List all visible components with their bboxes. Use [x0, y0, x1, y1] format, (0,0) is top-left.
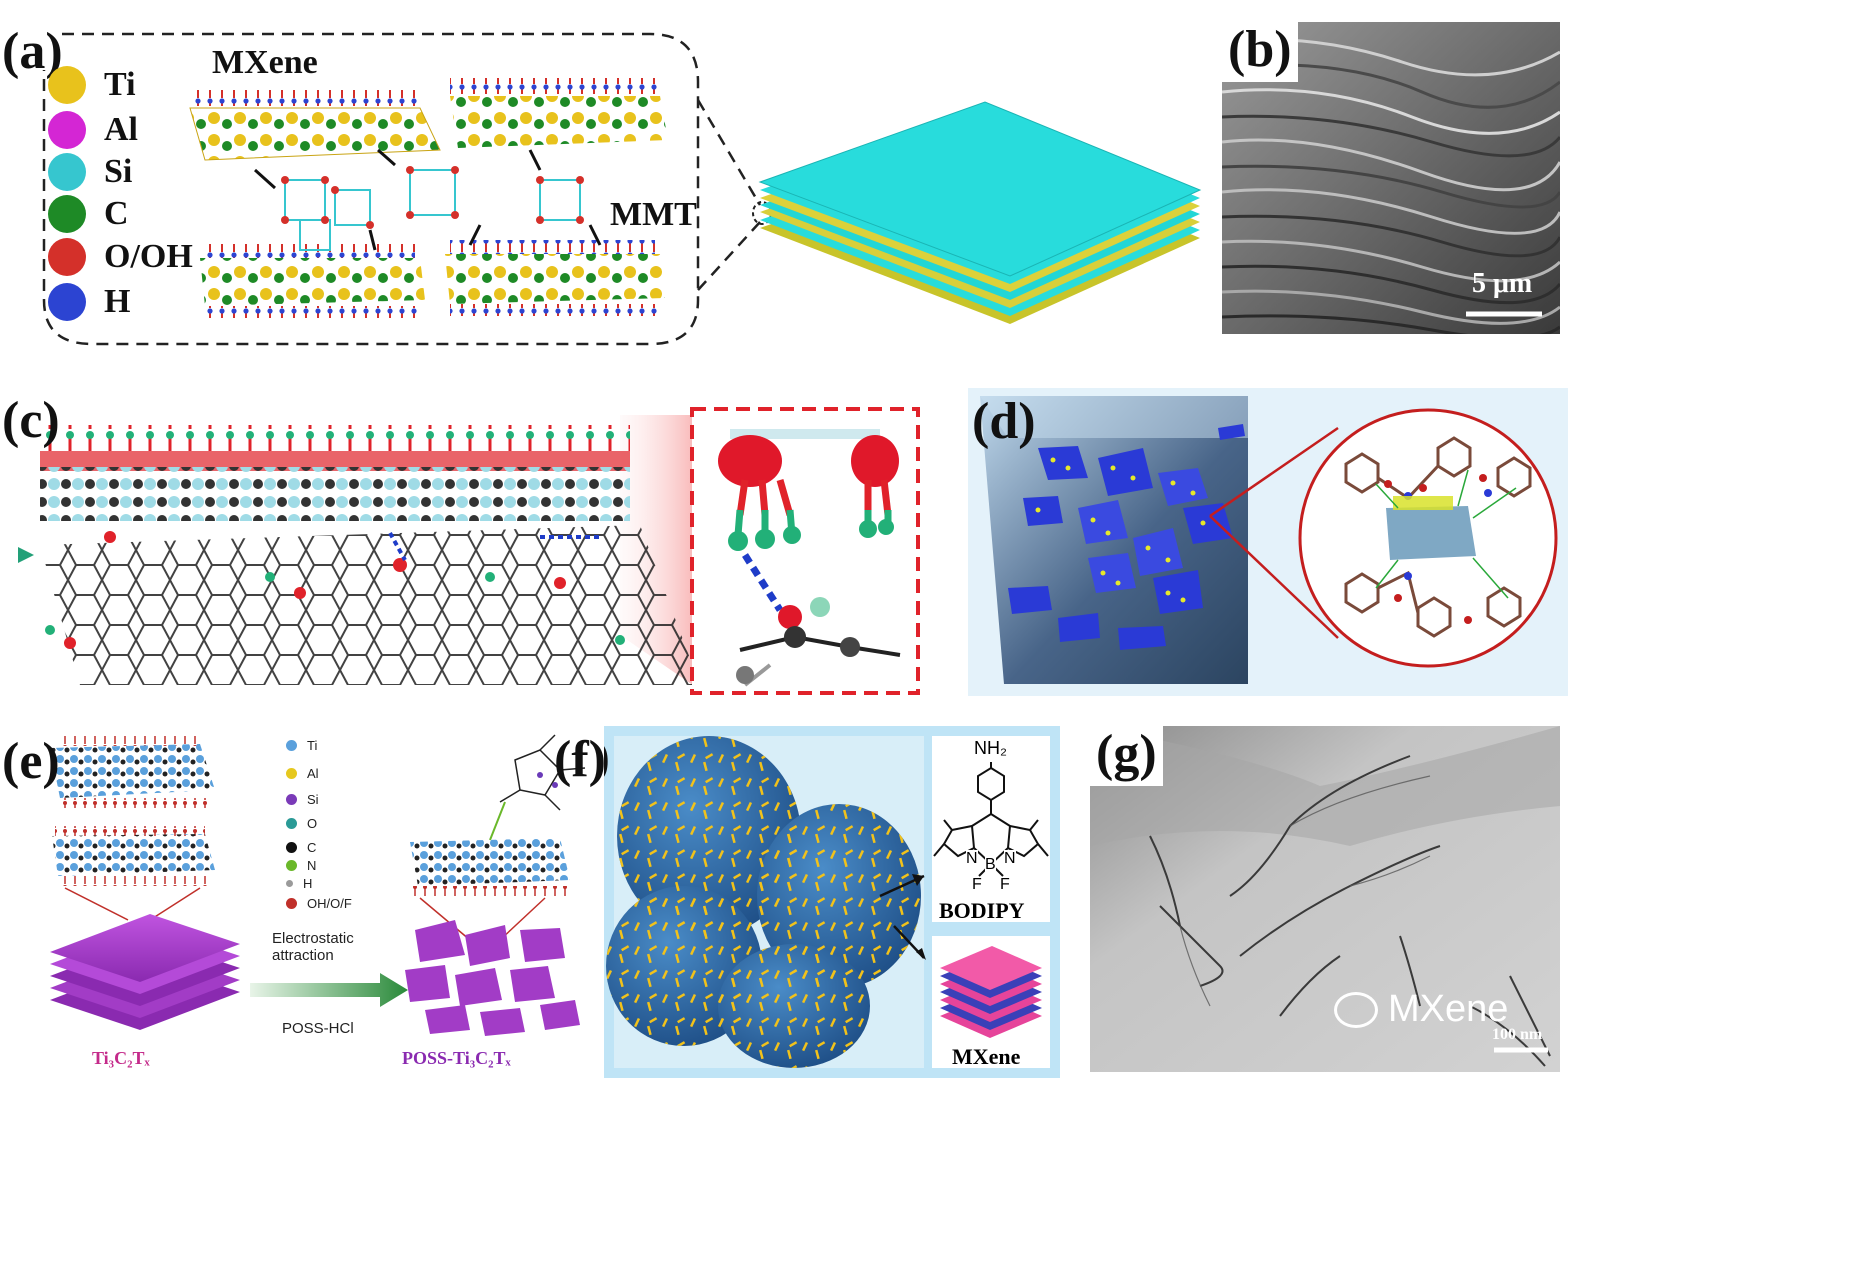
- legend-item-al: Al: [48, 111, 138, 149]
- bodipy-atom-b: B: [985, 856, 996, 874]
- panel-d-label: (d): [972, 393, 1036, 450]
- c-atom-icon: [48, 195, 86, 233]
- mxene-stack: [940, 946, 1042, 1038]
- mxene-slab-bottom-right: [445, 240, 665, 316]
- zoom-inset-content: [718, 429, 901, 687]
- panel-e-label: (e): [2, 733, 60, 790]
- bodipy-atom-f1: F: [972, 876, 982, 893]
- mxene-slab-top-right: [450, 78, 668, 148]
- panel-f: (f) NH₂ N N B F F BODIPY MXene: [604, 726, 1060, 1078]
- legend-item-ti: Ti: [48, 66, 136, 104]
- reaction-arrow: [250, 973, 408, 1007]
- o-atom-icon: [286, 818, 297, 829]
- panel-a-mxene-title: MXene: [212, 44, 318, 81]
- mxene-slab-top-left: [189, 90, 441, 161]
- legend-item-si: Si: [48, 153, 132, 191]
- mxene-slab-bottom-left: [200, 244, 425, 318]
- c-atom-icon: [286, 842, 297, 853]
- stacked-nanosheets: [758, 101, 1202, 324]
- o-oh-atom-icon: [48, 238, 86, 276]
- panel-g-label: (g): [1090, 726, 1163, 786]
- al-atom-icon: [48, 111, 86, 149]
- ti-atom-icon: [286, 740, 297, 751]
- arrow-label-bottom: POSS-HCl: [282, 1020, 354, 1037]
- panel-g-scale-bar-label: 100 nm: [1492, 1026, 1543, 1043]
- e-legend-ti: Ti: [286, 738, 317, 753]
- panel-f-label-outer: (f): [554, 731, 606, 788]
- tem-image: [1090, 726, 1560, 1072]
- panel-g: (g) MXene 100 nm: [1090, 726, 1560, 1072]
- ti-atom-icon: [48, 66, 86, 104]
- panel-c-label: (c): [2, 392, 60, 449]
- poss-ti3c2tx-caption: POSS-Ti₃C₂Tₓ: [402, 1048, 511, 1068]
- al-atom-icon: [286, 768, 297, 779]
- polymer-grains: [606, 736, 921, 1068]
- panel-f-label: (f): [604, 730, 616, 790]
- mmt-clusters: [284, 169, 581, 251]
- nanosheets-scattered: [1008, 424, 1245, 650]
- bodipy-atom-n2: N: [1004, 850, 1016, 868]
- terminal-groups: [40, 425, 630, 451]
- panel-b: (b) 5 μm: [1222, 22, 1560, 334]
- e-legend-o: O: [286, 816, 317, 831]
- n-atom-icon: [286, 860, 297, 871]
- e-legend-c: C: [286, 840, 316, 855]
- panel-e-graphic: [50, 734, 586, 1036]
- poss-molecule: [499, 734, 586, 811]
- panel-d-graphic: [980, 396, 1558, 684]
- ti3c2tx-caption: Ti₃C₂Tₓ: [92, 1048, 150, 1068]
- e-legend-oh-o-f: OH/O/F: [286, 896, 352, 911]
- panel-a-graphic: [42, 32, 1202, 346]
- panel-a: (a) MXene MMT Ti Al Si C O/OH H: [0, 0, 1215, 360]
- poss-ti3c2tx-flakes: [405, 920, 580, 1036]
- e-legend-si: Si: [286, 792, 319, 807]
- legend-item-h: H: [48, 283, 130, 321]
- mxene-label: MXene: [952, 1044, 1021, 1069]
- si-atom-icon: [286, 794, 297, 805]
- panel-a-mmt-label: MMT: [610, 196, 697, 233]
- e-legend-n: N: [286, 858, 316, 873]
- bodipy-atom-n1: N: [966, 850, 978, 868]
- oh-o-f-atom-icon: [286, 898, 297, 909]
- arrow-label-top: Electrostatic attraction: [272, 930, 354, 964]
- bodipy-amine-label: NH₂: [974, 738, 1007, 758]
- h-atom-icon: [286, 880, 293, 887]
- legend-item-o-oh: O/OH: [48, 238, 193, 276]
- panel-c: (c): [0, 385, 930, 700]
- panel-f-graphic: [606, 736, 1050, 1068]
- bodipy-atom-f2: F: [1000, 876, 1010, 893]
- graphene-sheet: [40, 525, 700, 685]
- chat-bubble-icon: [1334, 991, 1378, 1028]
- legend-item-c: C: [48, 195, 129, 233]
- e-legend-al: Al: [286, 766, 319, 781]
- panel-a-dashed-frame: [42, 32, 700, 346]
- panel-d: (d): [968, 388, 1568, 696]
- e-legend-h: H: [286, 876, 312, 891]
- panel-e: (e) Ti Al Si O C N H OH/O/F Electrostati…: [0, 730, 610, 1070]
- molecule-insert: [1344, 436, 1532, 638]
- watermark: MXene: [1334, 988, 1508, 1031]
- panel-b-scale-bar-label: 5 μm: [1472, 268, 1533, 299]
- mxene-layers: [40, 467, 630, 521]
- ti3c2tx-stack: [50, 914, 240, 1030]
- panel-a-label: (a): [2, 23, 63, 80]
- panel-c-graphic: [18, 407, 920, 695]
- bodipy-label: BODIPY: [939, 898, 1025, 923]
- h-atom-icon: [48, 283, 86, 321]
- panel-b-label: (b): [1222, 22, 1298, 82]
- si-atom-icon: [48, 153, 86, 191]
